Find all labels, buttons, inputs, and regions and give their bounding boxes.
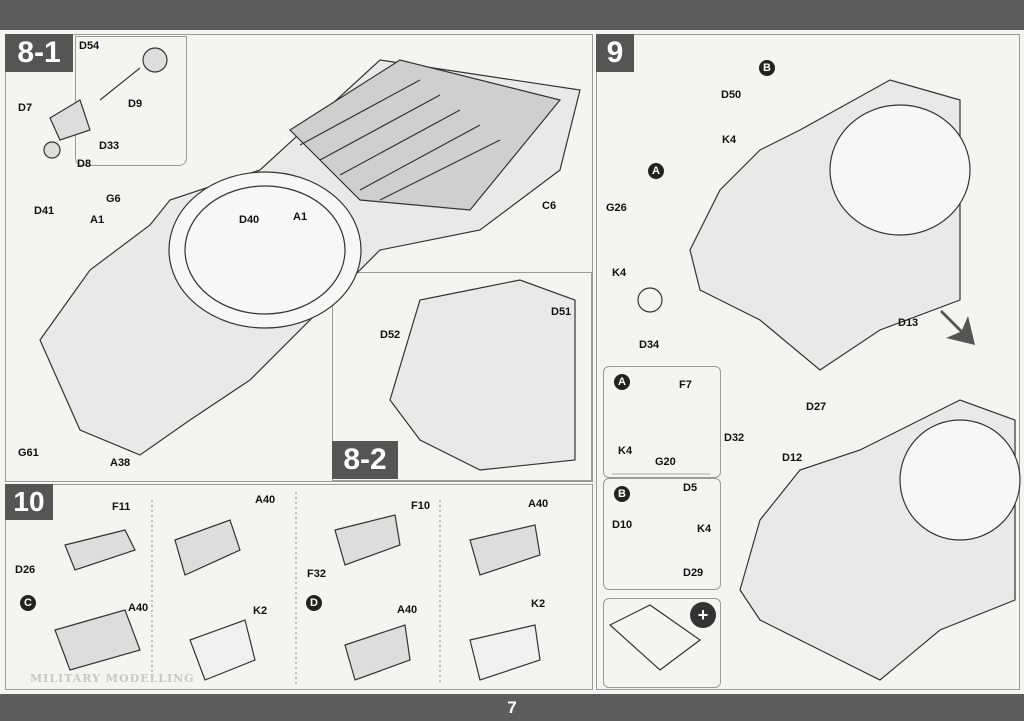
panel-step-10 [5,484,593,690]
engine-deck-grilles [289,59,562,211]
part-label: D27 [806,401,827,413]
marker-C-step10: C [20,595,36,611]
part-label: C6 [542,200,557,212]
panel-step-8-1-inset [75,36,187,166]
part-label: D40 [239,214,260,226]
part-label: A1 [90,214,105,226]
marker-D-step10: D [306,595,322,611]
part-label: D12 [782,452,803,464]
marker-A-subpanel: A [614,374,630,390]
panel-step-9-zoom [603,598,721,688]
part-label: G20 [655,456,676,468]
part-label: A40 [128,602,149,614]
panel-step-9-A [603,366,721,478]
part-label: F32 [307,568,326,580]
part-label: G26 [606,202,627,214]
part-label: D9 [128,98,143,110]
part-label: K4 [618,445,633,457]
part-label: D26 [15,564,36,576]
footer-band [0,694,1024,721]
marker-B-step9: B [759,60,775,76]
part-label: D41 [34,205,55,217]
part-label: F10 [411,500,430,512]
part-label: A1 [293,211,308,223]
part-label: A40 [397,604,418,616]
panel-step-9-B [603,478,721,590]
page-number: 7 [507,698,517,717]
watermark-text: MILITARY MODELLING [30,672,195,685]
part-label: D34 [639,339,660,351]
part-label: D10 [612,519,633,531]
part-label: A40 [528,498,549,510]
part-label: F11 [112,501,131,513]
part-label: F7 [679,379,692,391]
part-label: D33 [99,140,120,152]
part-label: D8 [77,158,92,170]
part-label: K2 [531,598,546,610]
part-label: D50 [721,89,742,101]
panel-step-8-2 [332,272,592,481]
step-10-title: 10 [5,484,53,520]
step-8-1-title: 8-1 [5,34,73,72]
part-label: A40 [255,494,276,506]
part-label: D51 [551,306,572,318]
arrow-down-right-icon [940,310,975,345]
turret-ring-8-1 [168,171,362,329]
part-label: D7 [18,102,33,114]
exhaust-ring-d34 [637,287,663,313]
part-label: D54 [79,40,100,52]
part-label: K4 [612,267,627,279]
hull-rear-8-2 [389,279,576,471]
part-label: D32 [724,432,745,444]
part-label: D29 [683,567,704,579]
part-label: G6 [106,193,121,205]
step-9-title: 9 [596,34,634,72]
panel-step-9 [596,34,1020,690]
hatch-c [54,609,141,671]
part-label: K4 [697,523,712,535]
marker-A-step9: A [648,163,664,179]
magnify-plus-icon: + [690,602,716,628]
part-label: G61 [18,447,39,459]
part-label: K2 [253,605,268,617]
part-label: D52 [380,329,401,341]
step-8-2-title: 8-2 [332,441,398,479]
marker-B-subpanel: B [614,486,630,502]
part-label: D13 [898,317,919,329]
header-band [0,0,1024,30]
panel-step-8 [5,34,593,482]
part-label: D5 [683,482,698,494]
part-label: K4 [722,134,737,146]
hatch-d26 [64,529,136,571]
part-label: A38 [110,457,131,469]
